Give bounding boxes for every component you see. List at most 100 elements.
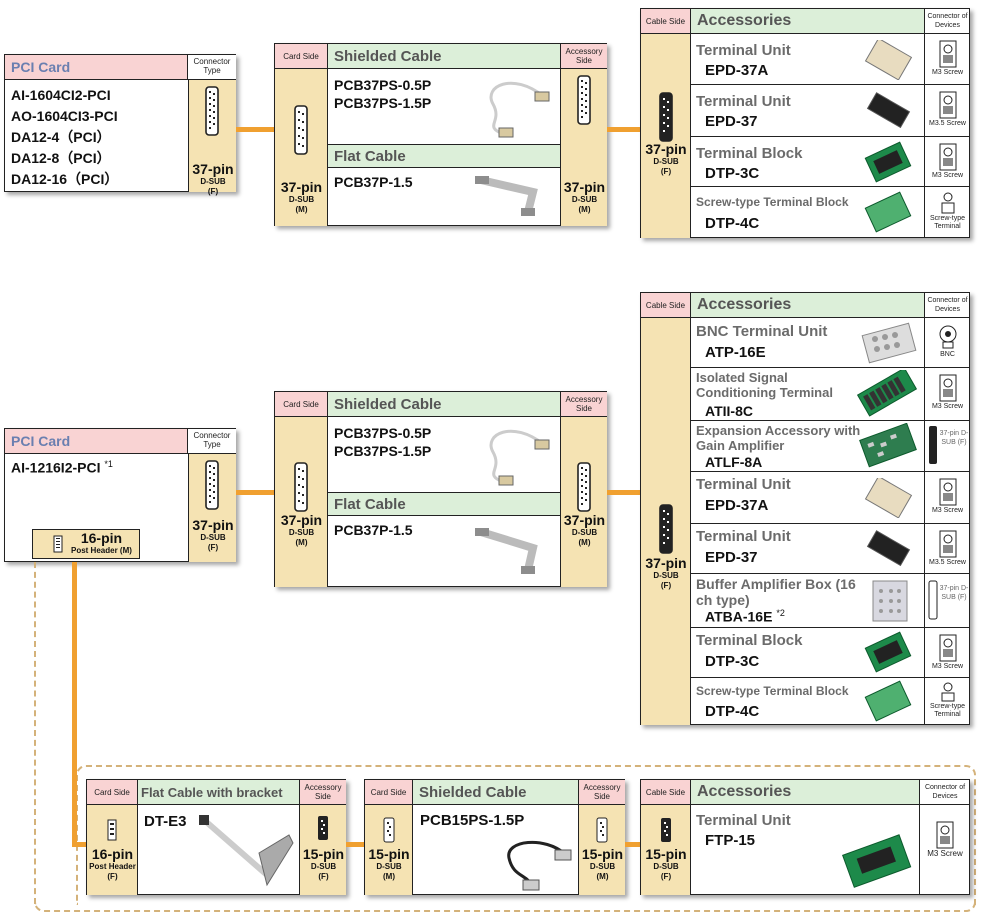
accessory-name: Screw-type Terminal Block: [696, 195, 849, 209]
cable-part-number: PCB37PS-1.5P: [334, 443, 432, 459]
accessory-name: Terminal Unit: [696, 42, 791, 59]
accessory-part-number: EPD-37A: [705, 497, 769, 514]
device-cell: M3 Screw: [924, 472, 970, 523]
pin-type: D-SUB: [653, 157, 679, 166]
pin-type: D-SUB: [288, 528, 315, 537]
device-cell: 37-pin D-SUB (F): [924, 421, 970, 471]
card-side-connector: 15-pin D-SUB (M): [365, 805, 413, 895]
pci-card-title: PCI Card: [11, 433, 71, 449]
accessory-name: BNC Terminal Unit: [696, 323, 828, 340]
device-cell: Screw-type Terminal: [924, 187, 970, 238]
card-list-1: AI-1604CI2-PCI AO-1604CI3-PCI DA12-4（PCI…: [11, 85, 118, 190]
accessory-part-number: EPD-37: [705, 549, 758, 566]
connection-line: [607, 127, 640, 132]
card-item: DA12-16（PCI）: [11, 171, 119, 187]
cable-part-number: PCB37PS-0.5P: [334, 77, 432, 93]
devices-label: Connector of Devices: [924, 784, 966, 800]
accessory-side-label: Accessory Side: [565, 47, 603, 65]
pci-card-box-2: PCI Card Connector Type AI-1216I2-PCI *1…: [4, 428, 236, 562]
dsub-connector-icon: [383, 817, 395, 843]
cable-box-1: Card Side Shielded Cable Accessory Side …: [274, 43, 607, 226]
accessory-part-number: ATII-8C: [705, 403, 753, 419]
dsub-connector-icon: [596, 817, 608, 843]
pin-gender: (M): [295, 205, 308, 214]
card-pin-label: 37-pin D-SUB (F): [189, 162, 237, 197]
screw-type-terminal-icon: [941, 682, 954, 702]
pin-type: D-SUB: [653, 571, 679, 580]
card-side-label: Card Side: [283, 400, 319, 409]
screw-terminal-icon: [939, 478, 956, 506]
screw-terminal-icon: [939, 530, 956, 558]
accessory-side-pin-label: 15-pin D-SUB (F): [300, 847, 347, 882]
dsub-connector-icon: [928, 580, 938, 620]
dsub-connector-icon: [577, 462, 591, 512]
device-cell: M3 Screw: [924, 137, 970, 186]
accessories-box-1: Cable Side Accessories Connector of Devi…: [640, 8, 970, 238]
accessory-row: Screw-type Terminal Block DTP-4C Screw-t…: [691, 187, 970, 238]
pin-gender: (M): [295, 538, 308, 547]
accessory-side-pin-label: 37-pin D-SUB (M): [561, 180, 608, 215]
cable-box-2: Card Side Shielded Cable Accessory Side …: [274, 391, 607, 587]
shielded-cable-image: [489, 429, 550, 486]
accessory-name: Terminal Unit: [696, 528, 791, 545]
device-cell: M3 Screw: [919, 805, 970, 895]
device-cell: M3 Screw: [924, 34, 970, 84]
device-connector-label: M3 Screw: [931, 663, 964, 670]
dsub-connector-icon: [577, 75, 591, 125]
accessories-title: Accessories: [697, 783, 792, 800]
pin-count: 15-pin: [368, 846, 410, 862]
accessory-row: Isolated Signal Conditioning Terminal AT…: [691, 368, 970, 421]
device-connector-label: 37-pin D-SUB (F): [939, 430, 969, 446]
card-pin-label: 37-pin D-SUB (F): [189, 518, 237, 553]
terminal-unit-image: [842, 834, 912, 888]
shielded-cable-title: Shielded Cable: [334, 396, 442, 413]
accessory-row: Terminal Unit EPD-37 M3.5 Screw: [691, 524, 970, 574]
accessory-side-header: Accessory Side: [299, 780, 346, 805]
pin-count: 15-pin: [645, 846, 687, 862]
screw-terminal-icon: [939, 374, 956, 402]
pin-gender: (M): [578, 205, 591, 214]
accessory-side-label: Accessory Side: [304, 783, 342, 801]
shielded-cable-header: Shielded Cable: [328, 44, 560, 69]
device-connector-label: 37-pin D-SUB (F): [939, 585, 969, 601]
pin-count: 37-pin: [645, 141, 687, 157]
post-header-connector: 16-pin Post Header (M): [32, 529, 140, 559]
accessory-row: Terminal Unit EPD-37A M3 Screw: [691, 34, 970, 85]
card-item: DA12-8（PCI）: [11, 150, 111, 166]
pin-count: 37-pin: [563, 512, 606, 528]
pin-type: Post Header (M): [71, 546, 132, 555]
card-item: AO-1604CI3-PCI: [11, 108, 118, 124]
card-side-connector: 37-pin D-SUB (M): [275, 69, 328, 226]
device-cell: Screw-type Terminal: [924, 678, 970, 725]
pin-gender: (F): [660, 581, 672, 590]
pin-count: 37-pin: [280, 512, 323, 528]
bnc-terminal-image: [861, 322, 917, 364]
cable-side-connector: 37-pin D-SUB (F): [641, 318, 691, 725]
shielded-cable-image: [507, 840, 572, 891]
accessory-part-number: DTP-3C: [705, 653, 760, 670]
connection-line: [72, 562, 77, 847]
connection-line: [236, 127, 274, 132]
flat-cable-image: [475, 528, 538, 574]
pin-type: D-SUB: [200, 177, 226, 186]
accessory-row: BNC Terminal Unit ATP-16E BNC: [691, 318, 970, 368]
pin-gender: (F): [660, 167, 672, 176]
accessory-name: Terminal Block: [696, 632, 803, 649]
connection-line: [72, 842, 86, 847]
pin-gender: (F): [318, 872, 329, 881]
devices-header: Connector of Devices: [924, 9, 970, 34]
bracket-cable-part-number: DT-E3: [144, 813, 187, 830]
card-connector-cell-1: 37-pin D-SUB (F): [188, 80, 236, 196]
pin-type: D-SUB: [310, 862, 337, 871]
device-connector-label: M3 Screw: [931, 69, 964, 76]
screw-terminal-icon: [939, 634, 956, 662]
card-side-label: Card Side: [283, 52, 319, 61]
dashed-path-vertical: [34, 562, 36, 904]
accessory-row: Terminal Block DTP-3C M3 Screw: [691, 137, 970, 187]
shielded-cable-15-box: Card Side Shielded Cable Accessory Side …: [364, 779, 625, 895]
pci-card-box-1: PCI Card Connector Type AI-1604CI2-PCI A…: [4, 54, 236, 196]
card-side-label: Card Side: [94, 788, 130, 797]
cable-part-number: PCB37PS-0.5P: [334, 425, 432, 441]
shielded-cable-part-number: PCB15PS-1.5P: [420, 812, 525, 829]
accessory-side-label: Accessory Side: [565, 395, 603, 413]
